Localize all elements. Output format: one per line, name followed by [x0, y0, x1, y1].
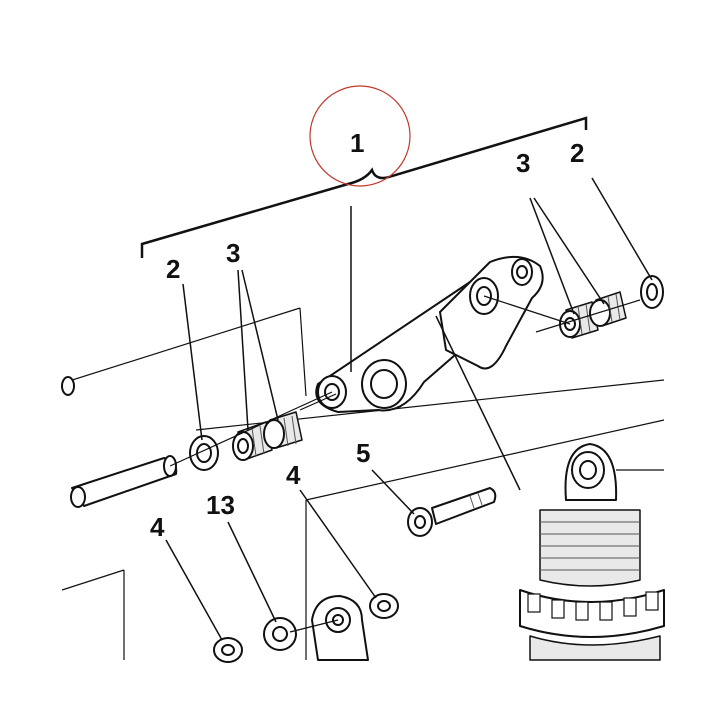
nut-left — [213, 637, 243, 663]
washer-left — [189, 435, 219, 471]
alignment-lines — [169, 295, 641, 467]
callout-labels: 1 2 3 2 3 5 4 13 4 — [150, 128, 584, 542]
callout-4-left: 4 — [150, 512, 165, 542]
lower-link — [289, 595, 369, 661]
washer-right — [640, 275, 664, 309]
bushings-left — [232, 411, 303, 461]
pivot-shaft — [61, 376, 178, 508]
highlight-circle — [309, 85, 411, 187]
callout-3-left: 3 — [226, 238, 240, 268]
callout-2-left: 2 — [166, 254, 180, 284]
callout-3-right: 3 — [516, 148, 530, 178]
callout-4-center: 4 — [286, 460, 301, 490]
leader-lines — [165, 177, 653, 641]
nut-center — [369, 593, 399, 619]
linkage-arm — [315, 255, 544, 413]
callout-2-right: 2 — [570, 138, 584, 168]
shock-absorber — [519, 443, 665, 661]
spacer — [263, 617, 297, 651]
callout-1: 1 — [350, 128, 364, 158]
callout-5: 5 — [356, 438, 370, 468]
callout-13: 13 — [206, 490, 235, 520]
bolt — [407, 487, 497, 537]
